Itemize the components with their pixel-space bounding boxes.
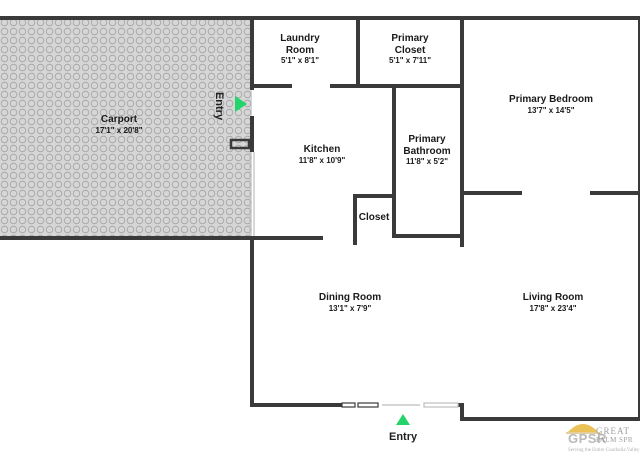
closet-name: Closet (358, 212, 390, 223)
utility-box (229, 138, 251, 150)
front-entry-marker (396, 414, 410, 425)
logo-abbr: GPSR (568, 431, 607, 446)
side-entry-label: Entry (213, 91, 226, 121)
primary-closet-dims: 5'1" x 7'11" (388, 56, 432, 65)
living-room-label: Living Room 17'8" x 23'4" (523, 292, 584, 313)
logo-line3: Serving the Entire Coachella Valley (568, 448, 640, 453)
primary-closet-name: Primary Closet (391, 33, 429, 56)
front-openings (341, 402, 459, 408)
kitchen-dims: 11'8" x 10'9" (298, 155, 346, 165)
primary-bedroom-label: Primary Bedroom 13'7" x 14'5" (509, 94, 593, 115)
carport-floor (0, 19, 252, 238)
carport-dims: 17'1" x 20'8" (95, 125, 143, 135)
sun-icon (566, 424, 600, 434)
walls (0, 16, 640, 421)
carport-label: Carport 17'1" x 20'8" (96, 114, 143, 135)
front-entry-label: Entry (389, 431, 418, 443)
primary-bathroom-dims: 11'8" x 5'2" (405, 157, 449, 166)
brokerage-logo: GPSR GREAT PALM SPR Serving the Entire C… (566, 418, 640, 459)
closet-label: Closet (359, 212, 390, 224)
kitchen-window (249, 152, 255, 236)
primary-bedroom-name: Primary Bedroom (509, 94, 593, 105)
logo-line2: PALM SPR (596, 436, 634, 444)
primary-bathroom-name: Primary Bathroom (403, 134, 451, 157)
laundry-label: Laundry Room 5'1" x 8'1" (270, 33, 330, 65)
dining-room-dims: 13'1" x 7'9" (328, 303, 372, 313)
primary-bathroom-label: Primary Bathroom 11'8" x 5'2" (397, 134, 457, 166)
laundry-name: Laundry Room (280, 33, 320, 56)
living-room-name: Living Room (522, 292, 584, 303)
logo-line1: GREAT (596, 426, 630, 436)
dining-room-label: Dining Room 13'1" x 7'9" (319, 292, 381, 313)
living-room-dims: 17'8" x 23'4" (529, 303, 577, 313)
dining-room-name: Dining Room (318, 292, 382, 303)
carport-name: Carport (100, 114, 138, 125)
kitchen-label: Kitchen 11'8" x 10'9" (299, 144, 346, 165)
kitchen-name: Kitchen (303, 144, 341, 155)
laundry-dims: 5'1" x 8'1" (280, 56, 320, 65)
primary-bedroom-dims: 13'7" x 14'5" (527, 105, 575, 115)
side-entry-marker (235, 96, 247, 112)
primary-closet-label: Primary Closet 5'1" x 7'11" (380, 33, 440, 65)
